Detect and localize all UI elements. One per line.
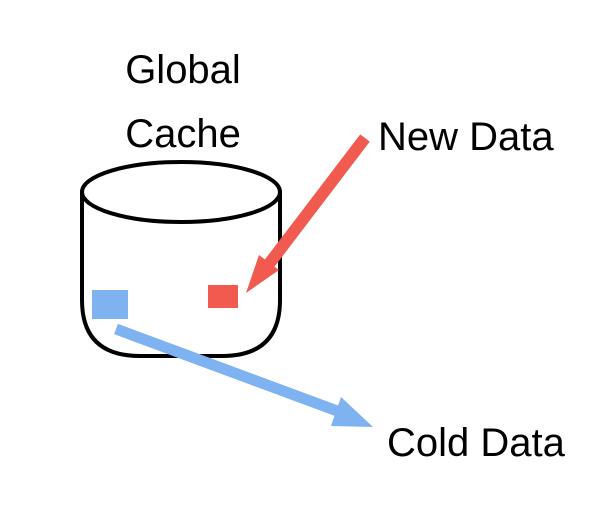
cold-data-arrow <box>114 323 373 427</box>
cache-cylinder-top <box>80 160 282 224</box>
new-data-arrow <box>246 134 370 293</box>
new-data-block <box>208 285 238 308</box>
cold-data-block <box>92 290 128 319</box>
cold-data-label: Cold Data <box>387 421 566 465</box>
cache-title-line2: Cache <box>125 112 241 156</box>
cache-title-line1: Global <box>125 48 241 92</box>
new-data-label: New Data <box>378 115 554 159</box>
